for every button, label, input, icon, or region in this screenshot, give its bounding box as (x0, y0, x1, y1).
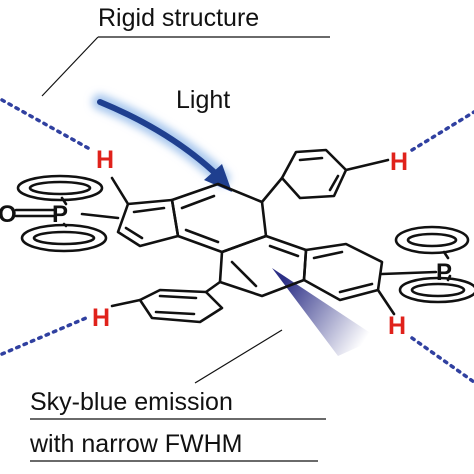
title-leader-line (41, 36, 99, 97)
molecule-skeleton (14, 148, 474, 324)
hydrogen-label-upper-right: H (390, 148, 408, 176)
emission-cone (272, 268, 378, 356)
light-label: Light (176, 86, 230, 114)
phosphorus-atom-label-left: P (52, 201, 68, 228)
title-label: Rigid structure (98, 4, 259, 32)
caption-leader-line (194, 329, 283, 384)
caption-line-1: Sky-blue emission (30, 388, 233, 416)
phosphorus-atom-label-right: P (436, 259, 452, 286)
oxygen-atom-label: O (0, 201, 17, 228)
caption-line-2: with narrow FWHM (29, 430, 243, 458)
interaction-lines (0, 98, 474, 384)
hydrogen-label-upper-left: H (96, 146, 114, 174)
hydrogen-label-lower-right: H (388, 312, 406, 340)
light-arrow (92, 94, 232, 192)
hydrogen-label-lower-left: H (92, 304, 110, 332)
